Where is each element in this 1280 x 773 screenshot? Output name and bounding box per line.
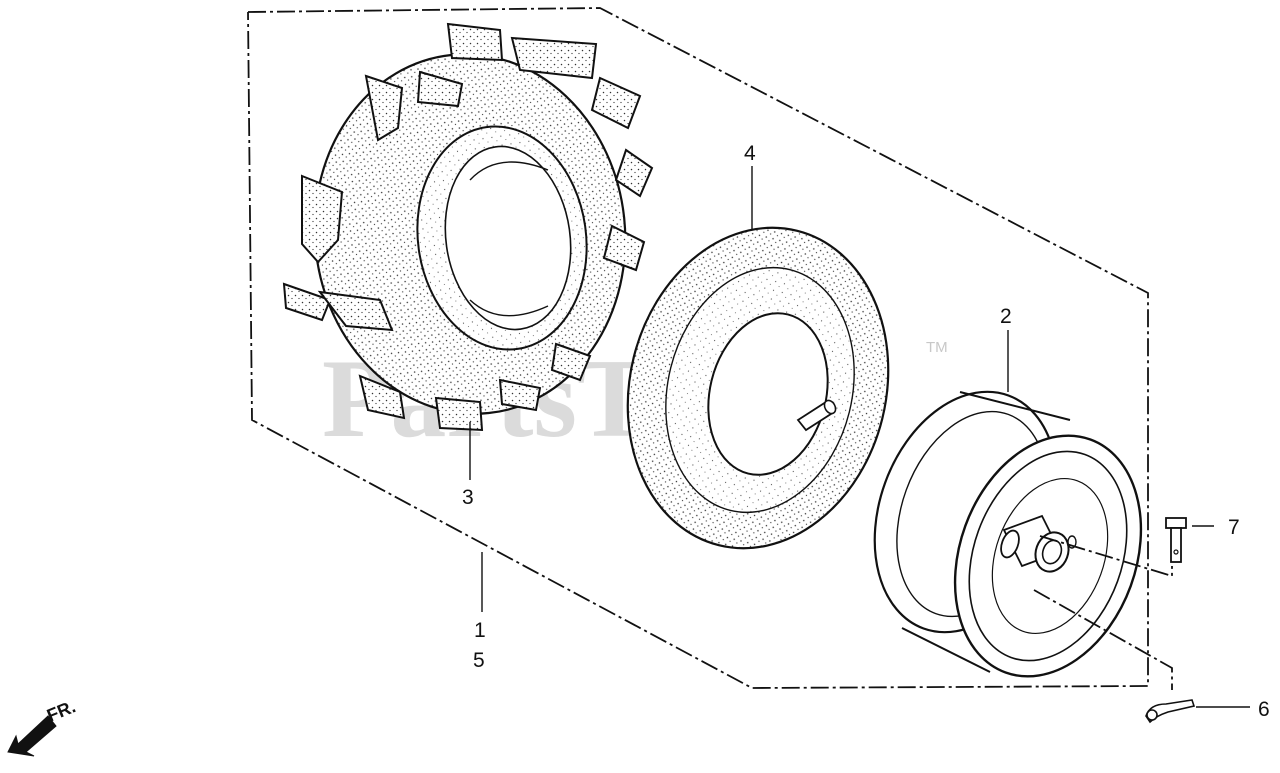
callout-3[interactable]: 3 (462, 486, 474, 509)
callout-6[interactable]: 6 (1258, 698, 1270, 721)
cotter-pin-icon[interactable] (1145, 699, 1196, 724)
front-direction-label: FR. (44, 696, 78, 725)
callout-5[interactable]: 5 (473, 649, 485, 672)
tractor-tire-icon[interactable] (282, 22, 654, 432)
watermark-trademark: TM (926, 339, 948, 356)
inner-tube-icon[interactable] (595, 200, 922, 576)
leader-lines (469, 166, 1250, 708)
callout-4[interactable]: 4 (744, 142, 756, 165)
valve-stem-icon (796, 399, 837, 432)
pin-icon[interactable] (1165, 517, 1187, 563)
callout-labels: 4 2 3 1 5 7 6 (462, 142, 1270, 721)
callout-2[interactable]: 2 (1000, 305, 1012, 328)
front-arrow-icon (7, 715, 57, 757)
callout-1[interactable]: 1 (474, 619, 486, 642)
callout-7[interactable]: 7 (1228, 516, 1240, 539)
front-direction-indicator: FR. (7, 696, 78, 757)
wheel-rim-icon[interactable] (843, 366, 1173, 703)
assembly-boundary (247, 7, 1149, 689)
